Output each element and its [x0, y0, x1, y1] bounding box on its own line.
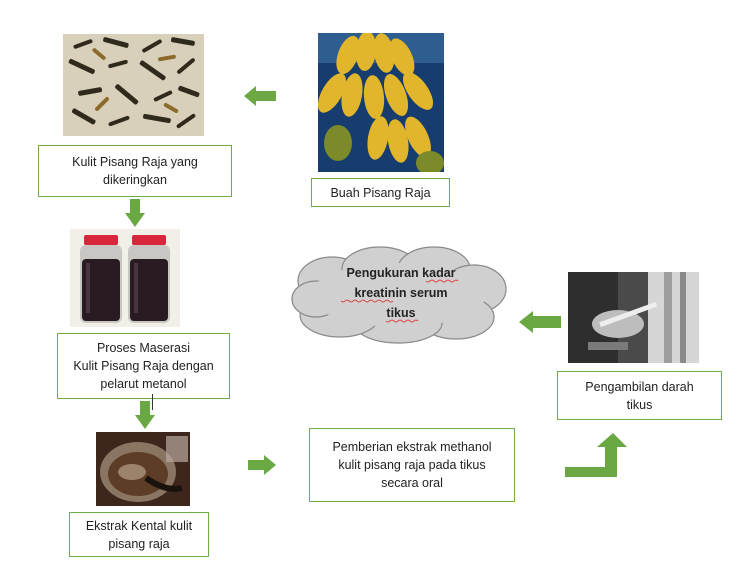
- measurement-cloud: Pengukuran kadar kreatinin serum tikus: [291, 246, 507, 344]
- step-administration-label: Pemberian ekstrak methanol kulit pisang …: [332, 440, 492, 490]
- arrow-down-icon: [135, 401, 155, 429]
- thick-extract-photo: [96, 432, 190, 506]
- bent-up-arrow-icon: [565, 433, 627, 477]
- step-blood-sampling: Pengambilan darah tikus: [557, 371, 722, 420]
- cloud-line-1: Pengukuran kadar: [346, 266, 455, 280]
- cloud-line-3: tikus: [386, 306, 415, 320]
- cloud-line-2: kreatinin serum: [354, 286, 447, 300]
- step-fruit-label: Buah Pisang Raja: [330, 185, 431, 200]
- step-maceration: Proses Maserasi Kulit Pisang Raja dengan…: [57, 333, 230, 399]
- step-blood-sampling-label: Pengambilan darah tikus: [585, 379, 694, 412]
- step-fruit: Buah Pisang Raja: [311, 178, 450, 207]
- arrow-right-icon: [248, 455, 276, 475]
- cursor-mark: [152, 394, 153, 410]
- maceration-jars-photo: [70, 229, 180, 327]
- step-thick-extract-label: Ekstrak Kental kulit pisang raja: [85, 518, 193, 551]
- step-dried-peel: Kulit Pisang Raja yang dikeringkan: [38, 145, 232, 197]
- step-administration: Pemberian ekstrak methanol kulit pisang …: [309, 428, 515, 502]
- step-dried-peel-label: Kulit Pisang Raja yang dikeringkan: [72, 155, 198, 187]
- banana-bunch-photo: [318, 33, 444, 172]
- arrow-down-icon: [125, 199, 145, 227]
- arrow-left-icon: [244, 86, 276, 106]
- dried-banana-peel-photo: [63, 34, 204, 136]
- step-maceration-label: Proses Maserasi Kulit Pisang Raja dengan…: [73, 341, 214, 391]
- blood-sampling-photo: [568, 272, 699, 363]
- arrow-left-icon: [519, 311, 561, 333]
- step-thick-extract: Ekstrak Kental kulit pisang raja: [69, 512, 209, 557]
